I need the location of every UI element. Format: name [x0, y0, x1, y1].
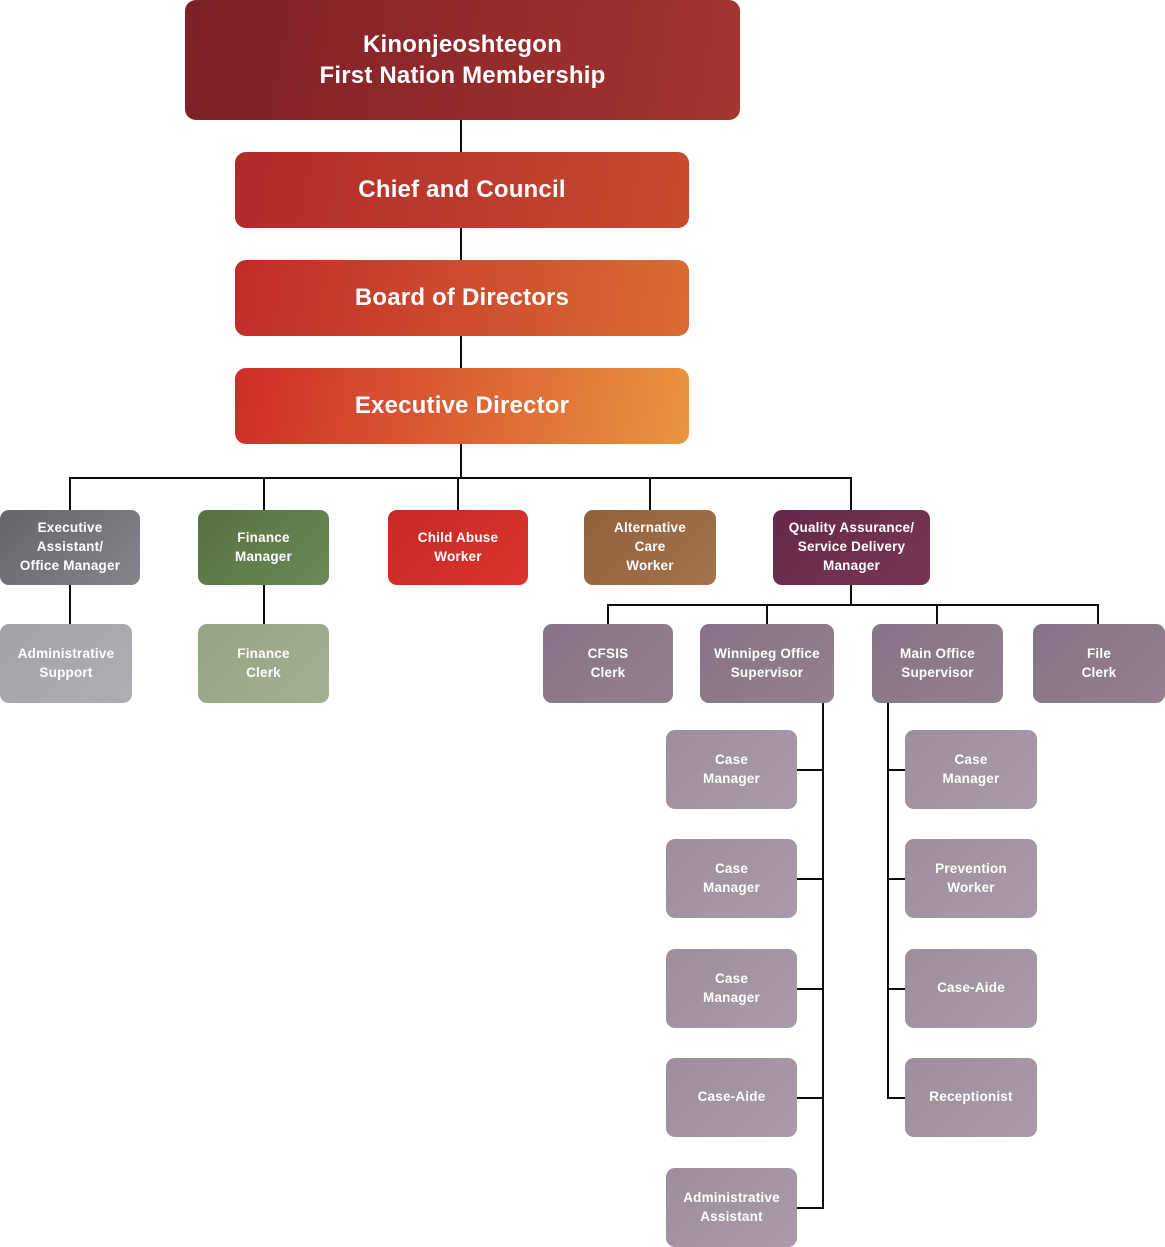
connector-line — [797, 1207, 824, 1209]
org-node-alternative-care-worker: Alternative Care Worker — [584, 510, 716, 585]
org-node-cfsis-clerk: CFSIS Clerk — [543, 624, 673, 703]
org-node-main-office-supervisor: Main Office Supervisor — [872, 624, 1003, 703]
connector-line — [460, 228, 462, 260]
org-node-qa-service-delivery-manager: Quality Assurance/ Service Delivery Mana… — [773, 510, 930, 585]
connector-line — [887, 769, 905, 771]
connector-line — [850, 585, 852, 604]
org-node-wpg-case-manager-1: Case Manager — [666, 730, 797, 809]
connector-line — [460, 444, 462, 478]
org-node-child-abuse-worker: Child Abuse Worker — [388, 510, 528, 585]
connector-line — [797, 769, 824, 771]
connector-line — [797, 878, 824, 880]
org-node-wpg-case-manager-3: Case Manager — [666, 949, 797, 1028]
connector-line — [649, 477, 651, 510]
connector-line — [607, 604, 1099, 606]
connector-line — [822, 703, 824, 1209]
org-node-main-prevention-worker: Prevention Worker — [905, 839, 1037, 918]
connector-line — [797, 988, 824, 990]
connector-line — [263, 477, 265, 510]
org-node-membership: Kinonjeoshtegon First Nation Membership — [185, 0, 740, 120]
org-node-main-case-aide: Case-Aide — [905, 949, 1037, 1028]
org-node-administrative-support: Administrative Support — [0, 624, 132, 703]
connector-line — [457, 477, 459, 510]
connector-line — [69, 477, 71, 510]
org-node-wpg-administrative-assistant: Administrative Assistant — [666, 1168, 797, 1247]
org-node-main-case-manager: Case Manager — [905, 730, 1037, 809]
org-node-board-of-directors: Board of Directors — [235, 260, 689, 336]
connector-line — [887, 988, 905, 990]
connector-line — [263, 585, 265, 624]
connector-line — [887, 1097, 905, 1099]
connector-line — [850, 477, 852, 510]
connector-line — [766, 604, 768, 624]
org-node-wpg-case-manager-2: Case Manager — [666, 839, 797, 918]
connector-line — [797, 1097, 824, 1099]
org-node-finance-manager: Finance Manager — [198, 510, 329, 585]
connector-line — [460, 120, 462, 152]
org-node-wpg-case-aide: Case-Aide — [666, 1058, 797, 1137]
org-node-main-receptionist: Receptionist — [905, 1058, 1037, 1137]
connector-line — [69, 477, 852, 479]
connector-line — [460, 336, 462, 368]
org-node-chief-and-council: Chief and Council — [235, 152, 689, 228]
connector-line — [887, 703, 889, 1099]
connector-line — [887, 878, 905, 880]
org-node-file-clerk: File Clerk — [1033, 624, 1165, 703]
org-node-executive-assistant: Executive Assistant/ Office Manager — [0, 510, 140, 585]
org-node-winnipeg-office-supervisor: Winnipeg Office Supervisor — [700, 624, 834, 703]
connector-line — [1097, 604, 1099, 624]
connector-line — [607, 604, 609, 624]
org-node-executive-director: Executive Director — [235, 368, 689, 444]
connector-line — [69, 585, 71, 624]
org-node-finance-clerk: Finance Clerk — [198, 624, 329, 703]
connector-line — [936, 604, 938, 624]
